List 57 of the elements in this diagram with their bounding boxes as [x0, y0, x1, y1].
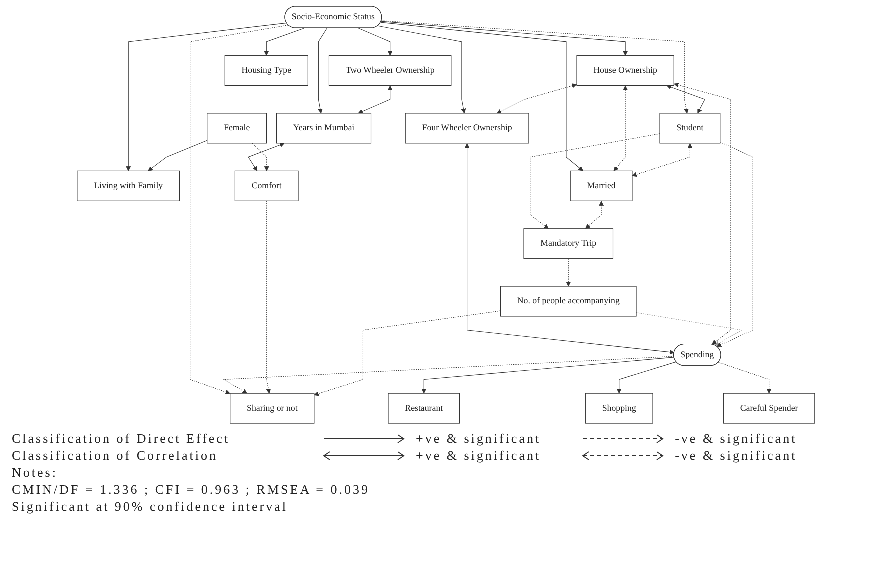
variable-box: Years in Mumbai — [276, 113, 372, 144]
arrow — [148, 140, 208, 172]
arrow — [617, 362, 678, 394]
arrow — [530, 134, 661, 230]
note-text: Significant at 90% confidence interval — [12, 498, 289, 515]
note-text: Notes: — [12, 464, 59, 481]
variable-box: Living with Family — [78, 170, 180, 202]
legend-text: +ve & significant — [416, 447, 542, 464]
arrow — [586, 201, 604, 230]
variable-box: Married — [570, 170, 634, 202]
variable-box: House Ownership — [577, 56, 675, 86]
variable-box: Restaurant — [388, 393, 460, 424]
arrow — [358, 28, 394, 56]
arrow — [252, 143, 270, 172]
variable-box: Four Wheeler Ownership — [406, 113, 530, 144]
legend-heading: Classification of Correlation — [12, 447, 220, 464]
variable-box: Student — [660, 113, 721, 144]
arrow — [718, 362, 772, 394]
legend-text: -ve & significant — [675, 447, 798, 464]
variable-box: Female — [207, 113, 268, 144]
arrow — [497, 84, 578, 114]
arrow — [380, 22, 584, 172]
variable-box: Shopping — [586, 393, 654, 424]
arrow — [358, 86, 394, 114]
arrow — [614, 86, 628, 172]
arrow — [314, 310, 502, 396]
arrow — [248, 142, 286, 172]
arrow — [264, 28, 306, 56]
ellipse-node: Socio-Economic Status — [285, 6, 382, 28]
legend-heading: Classification of Direct Effect — [12, 430, 232, 447]
variable-box: Careful Spender — [724, 393, 816, 424]
variable-box: Sharing or not — [230, 393, 316, 424]
arrow — [190, 25, 290, 395]
arrow — [717, 142, 754, 348]
variable-box: Comfort — [235, 170, 300, 202]
arrow — [224, 356, 675, 394]
arrow — [566, 258, 572, 287]
arrow — [126, 22, 288, 172]
arrow — [667, 85, 706, 114]
arrow — [632, 143, 693, 178]
arrow — [378, 26, 466, 114]
arrow — [318, 28, 328, 114]
arrow — [674, 82, 732, 345]
legend-text: -ve & significant — [675, 430, 798, 447]
arrow — [422, 357, 675, 394]
note-text: CMIN/DF = 1.336 ; CFI = 0.963 ; RMSEA = 0.039 — [12, 481, 371, 498]
variable-box: Housing Type — [225, 56, 309, 86]
variable-box: Mandatory Trip — [524, 228, 614, 260]
variable-box: No. of people accompanying — [500, 286, 638, 317]
arrow — [465, 143, 675, 355]
arrow — [381, 21, 628, 56]
arrow — [636, 312, 744, 346]
variable-box: Two Wheeler Ownership — [329, 56, 452, 86]
arrow — [266, 200, 272, 394]
arrow — [382, 20, 690, 114]
legend-text: +ve & significant — [416, 430, 542, 447]
ellipse-node: Spending — [674, 344, 722, 366]
